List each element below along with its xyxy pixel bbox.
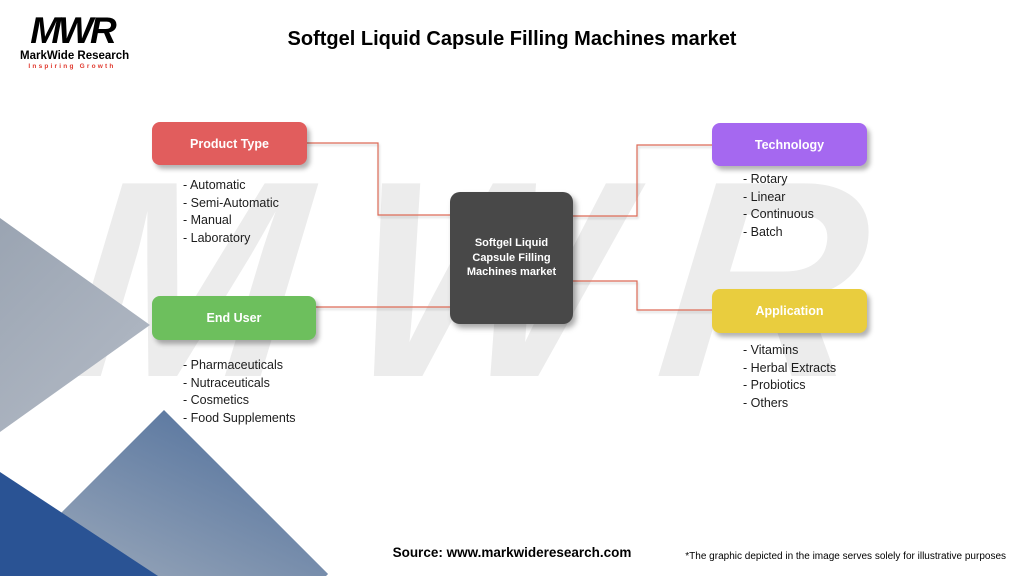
- list-item: - Batch: [743, 224, 783, 239]
- list-item: - Linear: [743, 189, 786, 204]
- product-type-list: - Automatic - Semi-Automatic - Manual - …: [183, 177, 279, 247]
- logo-name: MarkWide Research: [20, 50, 130, 62]
- list-item: - Continuous: [743, 207, 814, 221]
- end-user-list: - Pharmaceuticals - Nutraceuticals - Cos…: [183, 357, 296, 427]
- segment-product-type-label: Product Type: [190, 136, 269, 151]
- source-url[interactable]: www.markwideresearch.com: [446, 545, 632, 560]
- list-item: - Nutraceuticals: [183, 375, 270, 390]
- list-item: - Manual: [183, 213, 232, 227]
- list-item: - Probiotics: [743, 378, 806, 392]
- center-node-label: Softgel Liquid Capsule Filling Machines …: [466, 236, 557, 279]
- connector-application: [573, 280, 712, 311]
- connector-technology: [573, 144, 712, 217]
- list-item: - Food Supplements: [183, 410, 296, 425]
- source-line: Source: www.markwideresearch.com: [0, 545, 1024, 560]
- logo-acronym: MWR: [30, 10, 116, 51]
- markwide-logo: MWR MarkWide Research Inspiring Growth: [20, 10, 130, 70]
- logo-tagline: Inspiring Growth: [28, 63, 116, 70]
- page-title: Softgel Liquid Capsule Filling Machines …: [287, 28, 737, 50]
- technology-list: - Rotary - Linear - Continuous - Batch: [743, 171, 814, 241]
- list-item: - Others: [743, 395, 789, 410]
- segment-technology: Technology: [712, 123, 867, 166]
- segment-application: Application: [712, 289, 867, 333]
- segment-product-type: Product Type: [152, 122, 307, 165]
- list-item: - Automatic: [183, 178, 246, 192]
- application-list: - Vitamins - Herbal Extracts - Probiotic…: [743, 342, 836, 412]
- segment-technology-label: Technology: [754, 137, 825, 152]
- list-item: - Cosmetics: [183, 393, 249, 407]
- list-item: - Herbal Extracts: [743, 360, 837, 375]
- segment-application-label: Application: [755, 304, 824, 318]
- list-item: - Semi-Automatic: [183, 195, 279, 210]
- list-item: - Laboratory: [183, 230, 251, 245]
- connector-product-type: [307, 142, 450, 216]
- list-item: - Vitamins: [743, 343, 799, 357]
- center-node: Softgel Liquid Capsule Filling Machines …: [450, 192, 573, 324]
- list-item: - Pharmaceuticals: [183, 358, 284, 372]
- list-item: - Rotary: [743, 172, 788, 186]
- segment-end-user: End User: [152, 296, 316, 340]
- segment-end-user-label: End User: [206, 311, 262, 325]
- source-label: Source:: [392, 545, 443, 560]
- disclaimer-text: *The graphic depicted in the image serve…: [685, 551, 1006, 562]
